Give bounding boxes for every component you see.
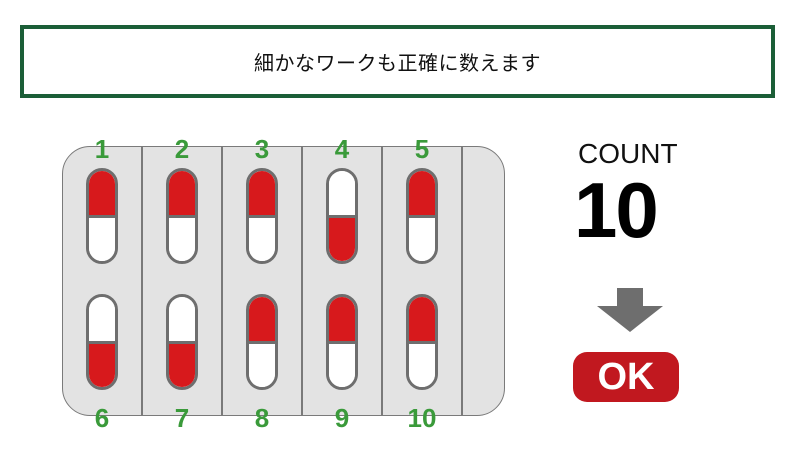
capsule-seam bbox=[409, 214, 435, 218]
capsule-bottom-half bbox=[249, 342, 275, 387]
capsule-bottom-half bbox=[409, 216, 435, 261]
capsule-seam bbox=[89, 340, 115, 344]
capsule-6 bbox=[86, 294, 118, 390]
capsule-8 bbox=[246, 294, 278, 390]
capsule-seam bbox=[329, 340, 355, 344]
capsule-top-half bbox=[409, 171, 435, 216]
capsule-3 bbox=[246, 168, 278, 264]
capsule-number: 6 bbox=[94, 403, 110, 433]
capsule-bottom-half bbox=[329, 216, 355, 261]
capsule-2 bbox=[166, 168, 198, 264]
tray-divider bbox=[301, 146, 303, 416]
capsule-seam bbox=[329, 214, 355, 218]
tray-divider bbox=[461, 146, 463, 416]
capsule-top-half bbox=[89, 171, 115, 216]
capsule-1 bbox=[86, 168, 118, 264]
capsule-bottom-half bbox=[409, 342, 435, 387]
capsule-seam bbox=[89, 214, 115, 218]
capsule-seam bbox=[249, 214, 275, 218]
capsule-number: 8 bbox=[254, 403, 270, 433]
capsule-number: 9 bbox=[334, 403, 350, 433]
count-label: COUNT bbox=[578, 138, 678, 169]
capsule-seam bbox=[249, 340, 275, 344]
capsule-top-half bbox=[169, 297, 195, 342]
count-value: 10 bbox=[574, 166, 659, 254]
capsule-top-half bbox=[89, 297, 115, 342]
ok-label: OK bbox=[597, 355, 655, 398]
capsule-seam bbox=[169, 340, 195, 344]
capsule-seam bbox=[169, 214, 195, 218]
capsule-bottom-half bbox=[89, 342, 115, 387]
capsule-number: 10 bbox=[407, 403, 437, 433]
capsule-top-half bbox=[409, 297, 435, 342]
capsule-bottom-half bbox=[169, 342, 195, 387]
tray-divider bbox=[221, 146, 223, 416]
capsule-top-half bbox=[169, 171, 195, 216]
capsule-number: 1 bbox=[94, 134, 110, 164]
capsule-seam bbox=[409, 340, 435, 344]
headline-text: 細かなワークも正確に数えます bbox=[254, 51, 541, 75]
capsule-bottom-half bbox=[329, 342, 355, 387]
ok-result-badge: OK bbox=[573, 352, 679, 402]
capsule-number: 4 bbox=[334, 134, 350, 164]
capsule-top-half bbox=[329, 171, 355, 216]
tray-divider bbox=[381, 146, 383, 416]
capsule-bottom-half bbox=[169, 216, 195, 261]
capsule-top-half bbox=[249, 171, 275, 216]
capsule-number: 7 bbox=[174, 403, 190, 433]
capsule-9 bbox=[326, 294, 358, 390]
arrow-down-icon bbox=[597, 288, 663, 332]
capsule-5 bbox=[406, 168, 438, 264]
capsule-number: 2 bbox=[174, 134, 190, 164]
headline-banner: 細かなワークも正確に数えます bbox=[20, 25, 775, 98]
capsule-7 bbox=[166, 294, 198, 390]
blister-tray bbox=[62, 146, 505, 416]
capsule-number: 3 bbox=[254, 134, 270, 164]
capsule-top-half bbox=[329, 297, 355, 342]
capsule-number: 5 bbox=[414, 134, 430, 164]
tray-divider bbox=[141, 146, 143, 416]
capsule-10 bbox=[406, 294, 438, 390]
capsule-top-half bbox=[249, 297, 275, 342]
capsule-bottom-half bbox=[89, 216, 115, 261]
capsule-bottom-half bbox=[249, 216, 275, 261]
capsule-4 bbox=[326, 168, 358, 264]
